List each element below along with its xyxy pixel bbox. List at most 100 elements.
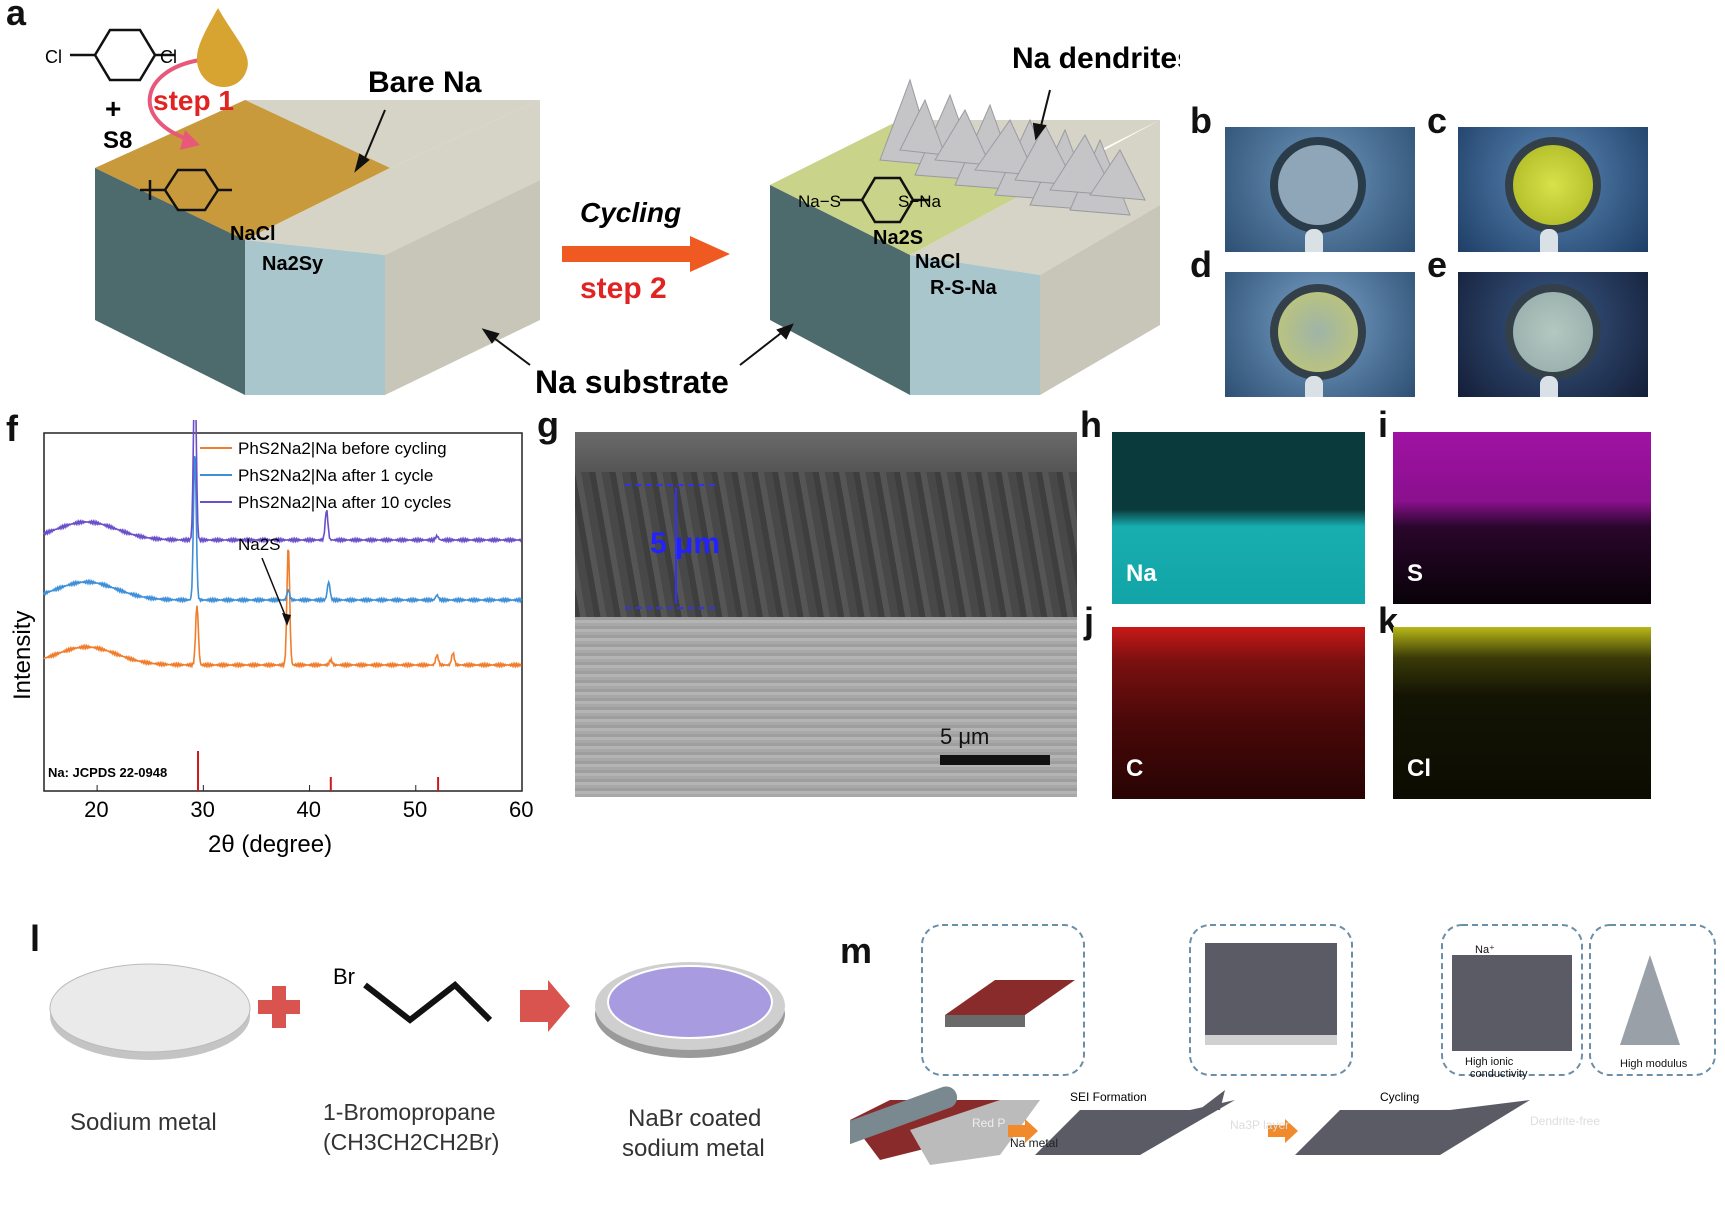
dendrites (879, 78, 1146, 216)
label-bromopropane: 1-Bromopropane (323, 1099, 496, 1125)
panel-label-b: b (1190, 100, 1212, 141)
zoom-ionic (1441, 924, 1583, 1076)
slab-right-side (385, 180, 540, 395)
polymer-structure (140, 168, 232, 212)
label-nacl-right: NaCl (915, 251, 961, 273)
scalebar (940, 755, 1050, 765)
legend-entry: PhS2Na2|Na after 1 cycle (238, 466, 433, 485)
zoom-modulus (1589, 924, 1716, 1076)
reaction-arrow-icon (520, 980, 570, 1032)
bare-na-slab (95, 100, 540, 395)
photo-c (1458, 127, 1648, 252)
label-dendrite-free: Dendrite-free (1530, 1114, 1600, 1128)
label-rsna: R-S-Na (930, 277, 998, 299)
x-tick-label: 20 (84, 797, 108, 822)
x-tick-label: 50 (403, 797, 427, 822)
eds-label-na: Na (1126, 560, 1157, 587)
panel-label-a: a (6, 0, 27, 33)
x-tick-label: 40 (297, 797, 321, 822)
plot-frame (43, 432, 523, 792)
zoom-na3p (1189, 924, 1353, 1076)
panel-label-d: d (1190, 244, 1212, 285)
series-line (43, 549, 523, 669)
plus-icon (258, 986, 300, 1028)
panel-label-l: l (30, 918, 41, 959)
series-line (43, 420, 523, 544)
eds-map-s: S (1393, 432, 1651, 604)
reference-peaks (197, 751, 440, 791)
label-na2s: Na2S (873, 227, 923, 249)
high-modulus-dendrite (1620, 955, 1680, 1045)
series-line (43, 455, 523, 604)
panel-label-c: c (1427, 100, 1448, 141)
label-cl-right: Cl (160, 47, 177, 67)
label-sei-formation: SEI Formation (1070, 1090, 1147, 1104)
label-nacl-left: NaCl (230, 223, 276, 245)
sem-image: 5 μm 5 μm (575, 432, 1077, 797)
legend-entry: PhS2Na2|Na after 10 cycles (238, 493, 451, 512)
panel-a-schematic: Cl Cl + S8 step 1 Bare Na NaCl Na2Sy Cyc… (45, 8, 1180, 400)
label-sodium-metal: Sodium metal (70, 1109, 217, 1136)
eds-label-s: S (1407, 560, 1424, 587)
thiolate-structure (840, 176, 930, 224)
eds-map-cl: Cl (1393, 627, 1651, 799)
x-tick-label: 30 (190, 797, 214, 822)
ion-channels (1452, 955, 1572, 1051)
label-na-substrate: Na substrate (535, 364, 729, 400)
x-axis-ticks: 20 30 40 50 60 (84, 785, 533, 822)
label-s8: S8 (103, 127, 132, 154)
label-br: Br (333, 964, 355, 989)
annotation-arrow (261, 557, 288, 621)
label-s-na-right: S−Na (898, 192, 942, 211)
thickness-arrow (675, 488, 677, 604)
label-cl-left: Cl (45, 47, 62, 67)
panel-label-f: f (6, 408, 18, 449)
coated-disk-d (1278, 292, 1358, 372)
label-high-ionic: High ionic (1465, 1056, 1514, 1068)
dichlorobenzene-structure (70, 28, 175, 82)
panel-label-m: m (840, 930, 873, 971)
x-tick-label: 60 (509, 797, 533, 822)
panel-label-g: g (537, 404, 559, 445)
slab-left-side (95, 168, 245, 395)
photo-d (1225, 272, 1415, 397)
cycling-arrow-icon (1268, 1119, 1298, 1143)
scalebar-label: 5 μm (940, 724, 990, 749)
sei-layer (575, 472, 1077, 622)
zoom-red-p (921, 924, 1085, 1076)
panel-label-i: i (1378, 404, 1389, 445)
label-cycling: Cycling (580, 197, 681, 228)
label-na-dendrites: Na dendrites (1012, 42, 1180, 75)
droplet-icon (196, 8, 248, 87)
reference-label: Na: JCPDS 22-0948 (48, 765, 167, 780)
na2s-annotation: Na2S (238, 535, 281, 554)
roller-icon (850, 1086, 958, 1146)
label-nabr-coated: NaBr coated (628, 1105, 761, 1132)
label-red-p: Red P (972, 1116, 1005, 1130)
red-p-particles (945, 980, 1075, 1027)
label-na3p-layer: Na3P layer (1230, 1118, 1289, 1132)
bromopropane-structure (363, 981, 493, 1024)
pointer-arrows (354, 89, 1051, 366)
slab-top-bare-front (245, 100, 540, 255)
label-na-metal: Na metal (1010, 1136, 1058, 1150)
panel-l-scheme: Sodium metal Br 1-Bromopropane (CH3CH2CH… (49, 962, 785, 1162)
label-na-s-left: Na−S (798, 192, 841, 211)
label-na2sy: Na2Sy (262, 253, 324, 275)
photo-b (1225, 127, 1415, 252)
label-na-plus: Na⁺ (1475, 944, 1495, 956)
photo-e (1458, 272, 1648, 397)
label-step1: step 1 (153, 85, 234, 116)
panel-label-j: j (1084, 600, 1095, 641)
eds-label-c: C (1126, 755, 1144, 782)
eds-label-cl: Cl (1407, 755, 1431, 782)
cycled-na-slab (770, 78, 1160, 395)
panel-m-scheme: SEI Formation Cycling Red P Na metal Na3… (850, 924, 1716, 1165)
thickness-label: 5 μm (650, 527, 721, 560)
eds-map-na: Na (1112, 432, 1365, 604)
coated-disk-e (1513, 292, 1593, 372)
cycling-arrow (562, 236, 730, 272)
na-substrate-region (575, 617, 1077, 797)
step1-arrow (147, 58, 201, 142)
